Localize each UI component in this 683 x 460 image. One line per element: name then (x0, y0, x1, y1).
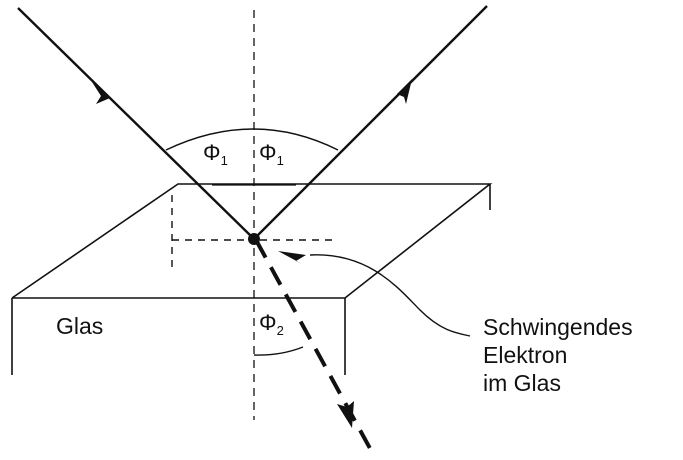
reflected-ray-arrow (397, 79, 412, 104)
incident-ray-arrow (92, 82, 110, 104)
electron-label-line3: im Glas (483, 370, 561, 396)
glass-block (11, 183, 493, 375)
glass-label: Glas (56, 313, 103, 339)
electron-dot (248, 233, 260, 245)
electron-label-line2: Elektron (483, 342, 567, 368)
reflected-ray-line (255, 5, 488, 238)
electron-oscillation-arrow (278, 251, 306, 264)
refracted-ray-line (254, 239, 374, 453)
phi1-left-label: Φ1 (203, 140, 228, 168)
incident-ray-line (17, 7, 253, 238)
incident-ray (17, 7, 253, 238)
electron-label-leader (309, 254, 471, 337)
reflected-ray (255, 5, 488, 238)
refracted-ray-arrow (337, 401, 354, 428)
refraction-angle-arc (253, 346, 304, 356)
refracted-ray (254, 239, 374, 453)
phi1-right-label: Φ1 (259, 140, 284, 168)
electron-label-line1: Schwingendes (483, 314, 633, 340)
phi2-label: Φ2 (259, 310, 284, 338)
incidence-angle-arc (165, 128, 339, 151)
